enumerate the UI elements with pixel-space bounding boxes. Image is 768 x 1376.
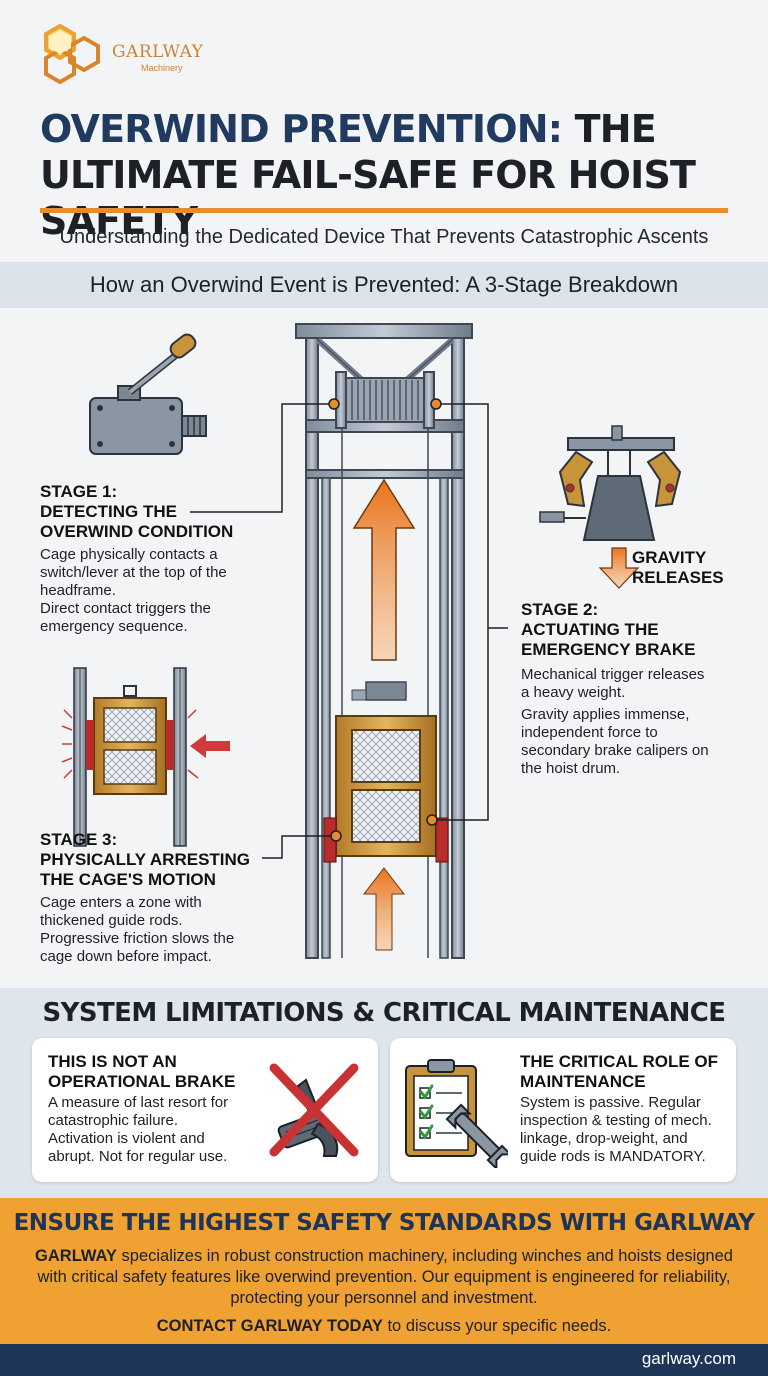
cta-section [0, 1198, 768, 1344]
cta-body: GARLWAY specializes in robust constructi… [30, 1246, 738, 1309]
small-up-arrow-icon [362, 867, 406, 951]
cage [323, 681, 449, 863]
stage-1-title: STAGE 1: DETECTING THE OVERWIND CONDITIO… [40, 482, 234, 541]
card-title: THIS IS NOT AN OPERATIONAL BRAKE [48, 1052, 236, 1091]
breakdown-heading: How an Overwind Event is Prevented: A 3-… [89, 272, 679, 297]
breakdown-header-bar [0, 262, 768, 308]
title-accent: OVERWIND PREVENTION: [40, 107, 563, 151]
cta-contact-link[interactable]: CONTACT GARLWAY TODAY [156, 1317, 383, 1335]
guide-rods [321, 420, 449, 959]
garlway-logo [44, 24, 100, 84]
gravity-releases-label: GRAVITY RELEASES [632, 548, 724, 587]
stage-1-description: Cage physically contacts a switch/lever … [40, 546, 227, 635]
stage-3-description: Cage enters a zone with thickened guide … [40, 894, 235, 965]
up-arrow-icon [352, 478, 416, 661]
card-title: THE CRITICAL ROLE OF MAINTENANCE [520, 1052, 719, 1091]
limit-switch-icon [89, 333, 207, 455]
hoist-drum [335, 371, 435, 429]
stage-2-title: STAGE 2: ACTUATING THE EMERGENCY BRAKE [521, 600, 696, 659]
maintenance-card: THE CRITICAL ROLE OF MAINTENANCE System … [390, 1038, 736, 1182]
not-operational-brake-card: THIS IS NOT AN OPERATIONAL BRAKE A measu… [32, 1038, 378, 1182]
stage-3-title: STAGE 3: PHYSICALLY ARRESTING THE CAGE'S… [40, 830, 251, 889]
cta-body-text: specializes in robust construction machi… [37, 1247, 733, 1307]
cta-contact-text: to discuss your specific needs. [382, 1317, 612, 1335]
limitations-heading: SYSTEM LIMITATIONS & CRITICAL MAINTENANC… [42, 998, 727, 1028]
card-description: A measure of last resort for catastrophi… [48, 1094, 229, 1165]
hoist-illustration [61, 323, 682, 959]
page-subtitle: Understanding the Dedicated Device That … [59, 226, 709, 248]
footer-bar [0, 1344, 768, 1376]
footer-url-link[interactable]: garlway.com [641, 1349, 736, 1368]
down-arrow-icon [598, 547, 640, 589]
title-divider [40, 208, 728, 213]
brand-name: GARLWAY [112, 42, 204, 62]
crossed-out-brake-pedal-icon [269, 1063, 359, 1157]
brand-tagline: Machinery [141, 63, 183, 73]
brake-caliper-icon [539, 425, 682, 541]
cta-heading: ENSURE THE HIGHEST SAFETY STANDARDS WITH… [13, 1210, 755, 1236]
cta-brand: GARLWAY [35, 1247, 117, 1265]
stage-2-description: Mechanical trigger releases a heavy weig… [521, 666, 709, 777]
cta-contact: CONTACT GARLWAY TODAY to discuss your sp… [0, 1317, 768, 1336]
arrested-cage-icon [61, 667, 230, 847]
page-title: OVERWIND PREVENTION: THE ULTIMATE FAIL-S… [40, 106, 740, 244]
callout-lines [190, 403, 508, 859]
checklist-wrench-icon [405, 1059, 508, 1168]
card-description: System is passive. Regular inspection & … [520, 1094, 712, 1165]
title-rest: THE ULTIMATE FAIL-SAFE FOR HOIST SAFETY [40, 107, 696, 243]
